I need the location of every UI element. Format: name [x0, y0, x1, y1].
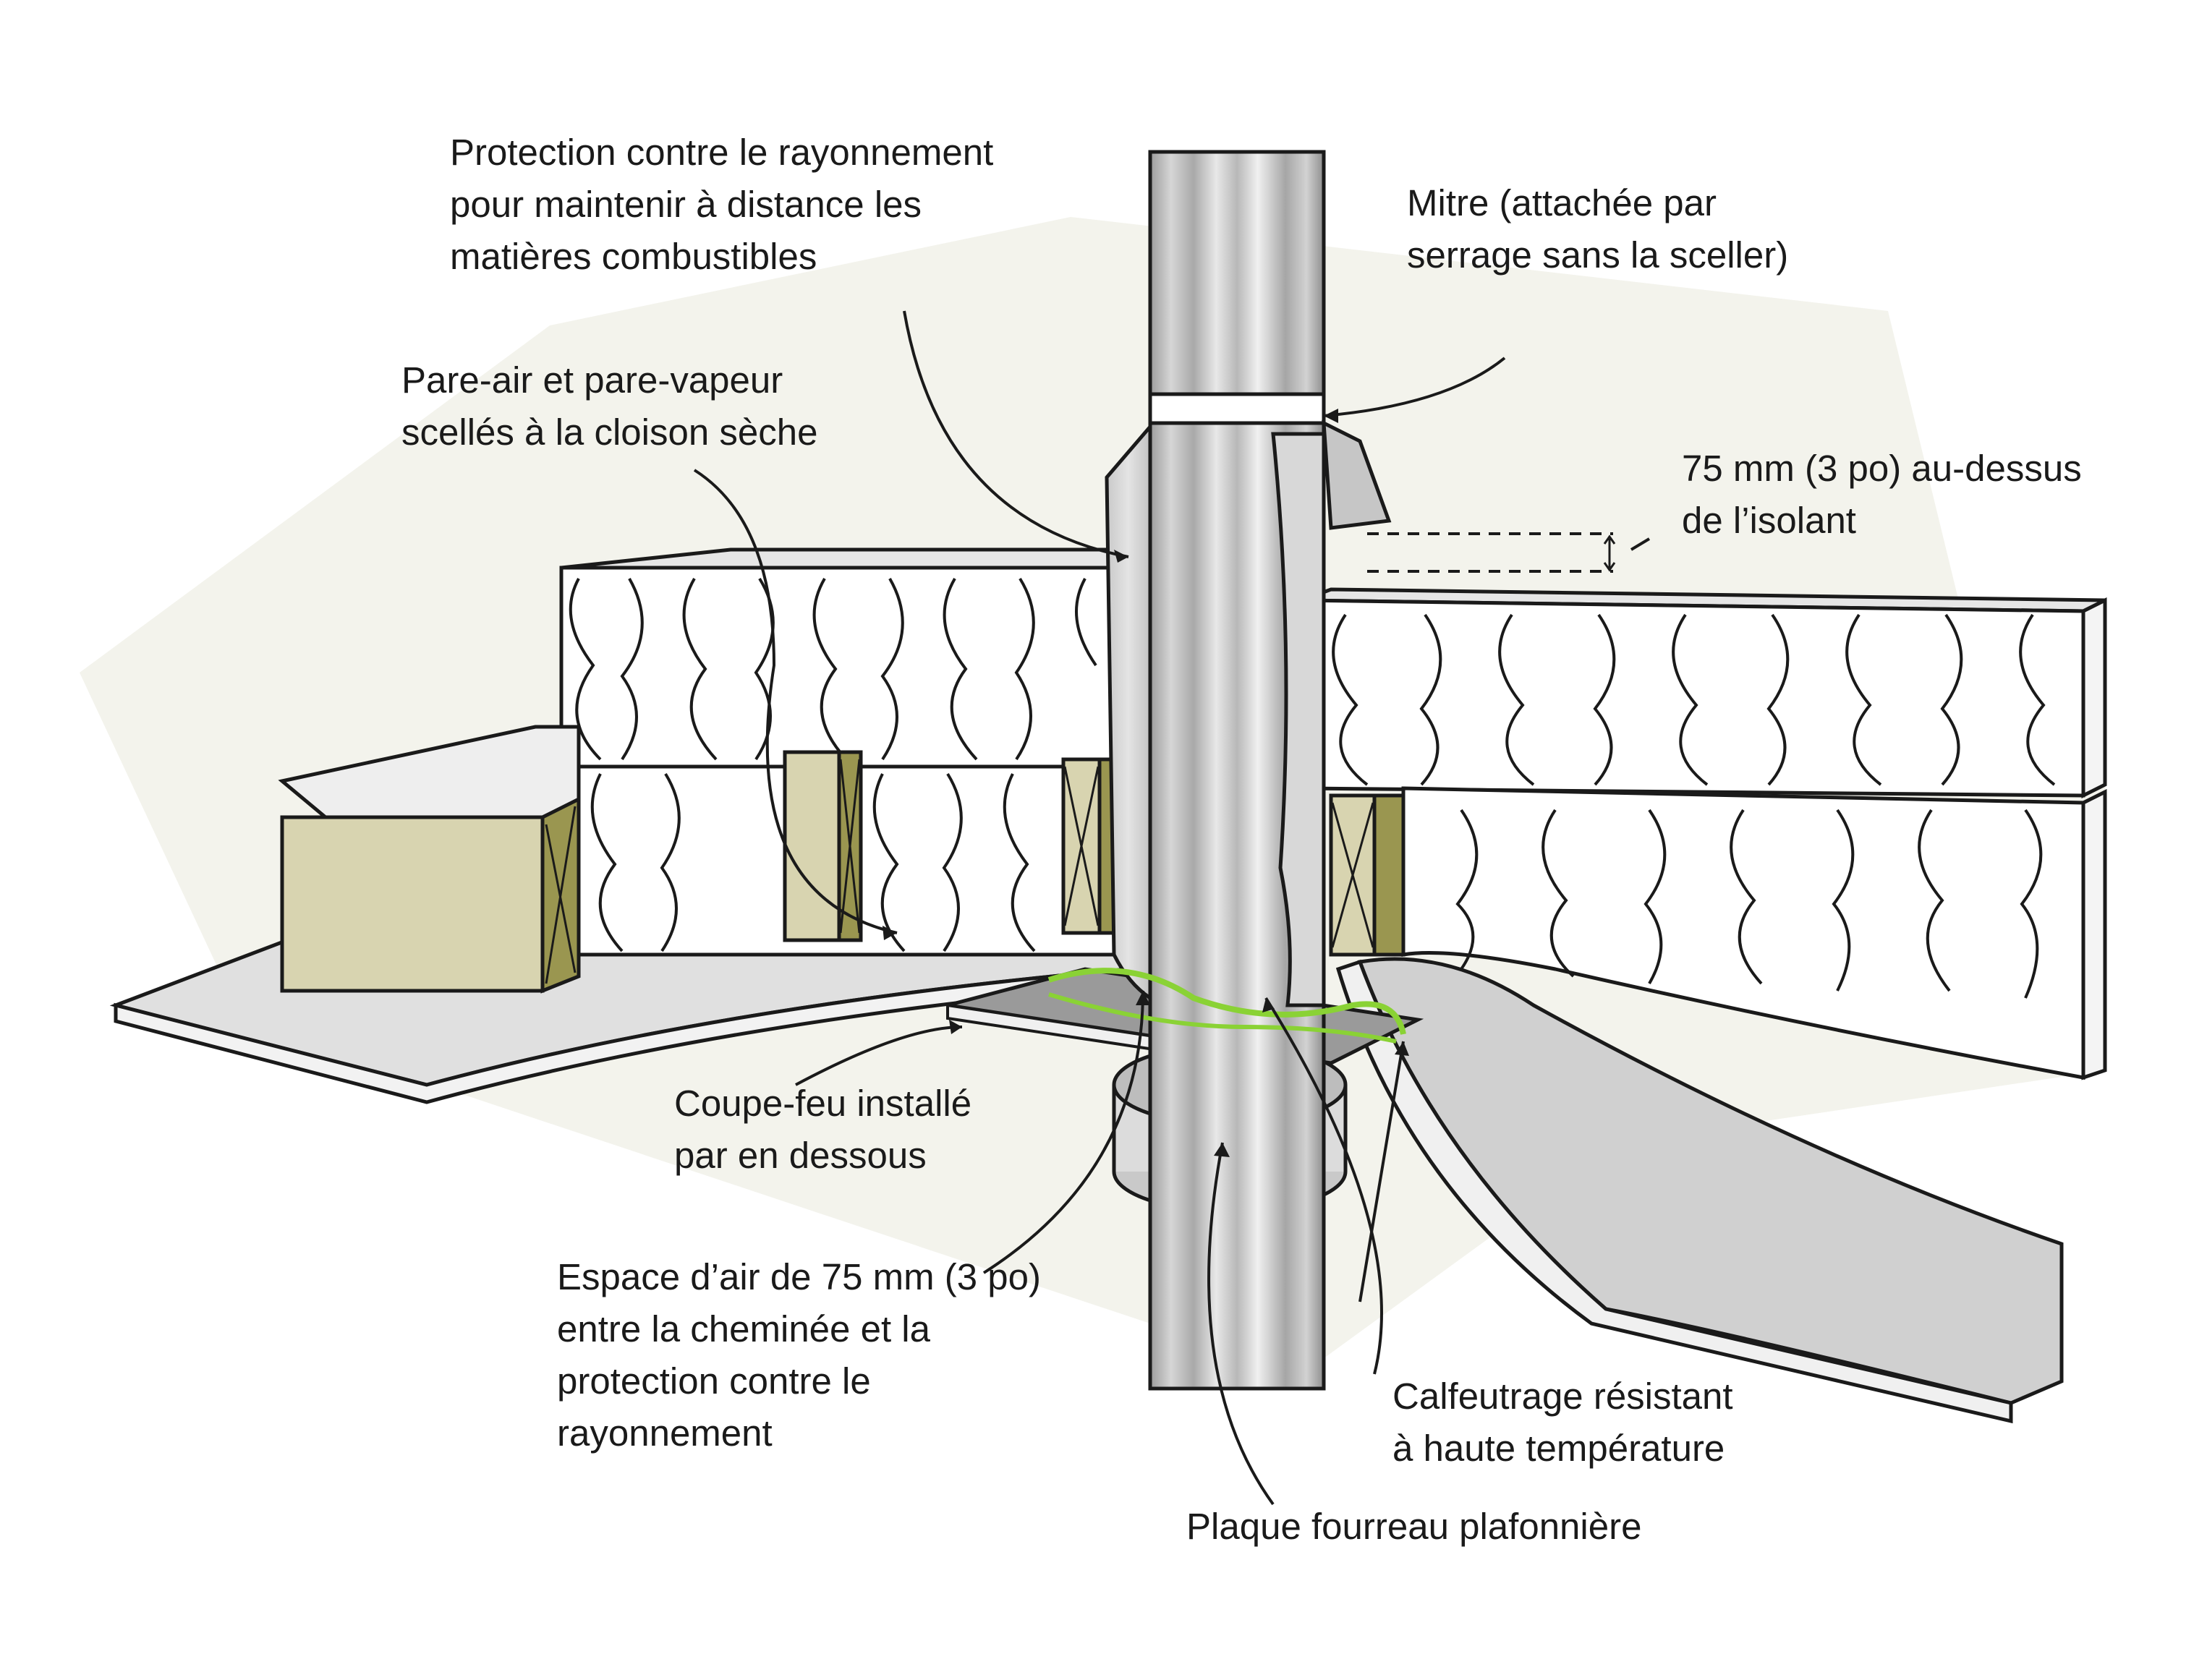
high-temp-sealant — [1047, 968, 1406, 1035]
label-clearance-above-insulation: 75 mm (3 po) au-dessus de l’isolant — [1682, 443, 2082, 547]
right-insulation-lower — [1401, 786, 2107, 1080]
left-joist-middle — [783, 750, 863, 942]
clearance-dimension — [1367, 532, 1616, 573]
label-line: Coupe-feu installé — [674, 1083, 972, 1124]
label-line: Espace d’air de 75 mm (3 po) — [557, 1256, 1041, 1297]
label-line: Mitre (attachée par — [1407, 182, 1717, 223]
left-joist-front — [278, 725, 581, 994]
label-line: 75 mm (3 po) au-dessus — [1682, 448, 2082, 489]
right-joist — [1329, 793, 1406, 957]
label-air-space: Espace d’air de 75 mm (3 po) entre la ch… — [557, 1251, 1041, 1459]
label-air-vapour-barrier: Pare-air et pare-vapeur scellés à la clo… — [401, 354, 817, 459]
label-line: à haute température — [1392, 1428, 1725, 1469]
high-temp-sealant-lower — [1048, 992, 1397, 1044]
right-insulation-upper — [1300, 587, 2107, 799]
label-line: Pare-air et pare-vapeur — [401, 359, 783, 401]
label-line: matières combustibles — [450, 236, 817, 277]
label-firestop: Coupe-feu installé par en dessous — [674, 1078, 971, 1182]
right-ceiling-underside — [1335, 959, 2013, 1424]
label-line: protection contre le — [557, 1360, 871, 1402]
label-line: Plaque fourreau plafonnière — [1186, 1506, 1642, 1547]
label-line: rayonnement — [557, 1412, 773, 1454]
label-storm-collar: Mitre (attachée par serrage sans la scel… — [1407, 177, 1788, 281]
label-radiation-shield: Protection contre le rayonnement pour ma… — [450, 127, 993, 283]
left-insulation-upper — [559, 547, 1131, 769]
label-line: par en dessous — [674, 1135, 927, 1176]
label-line: pour maintenir à distance les — [450, 184, 922, 225]
label-line: entre la cheminée et la — [557, 1308, 930, 1349]
left-joist-rear — [1061, 757, 1120, 935]
leader-lines — [693, 310, 1651, 1506]
radiation-shield-right — [1271, 432, 1326, 1007]
label-line: Calfeutrage résistant — [1392, 1376, 1733, 1417]
label-line: scellés à la cloison sèche — [401, 412, 818, 453]
label-ceiling-plate: Plaque fourreau plafonnière — [1186, 1501, 1641, 1553]
storm-collar — [1148, 392, 1392, 530]
label-caulking: Calfeutrage résistant à haute températur… — [1392, 1370, 1733, 1475]
label-line: de l’isolant — [1682, 500, 1856, 541]
label-line: serrage sans la sceller) — [1407, 234, 1789, 276]
radiation-shield — [1105, 422, 1152, 1002]
leader-arrows — [883, 409, 1409, 1157]
label-line: Protection contre le rayonnement — [450, 132, 994, 173]
